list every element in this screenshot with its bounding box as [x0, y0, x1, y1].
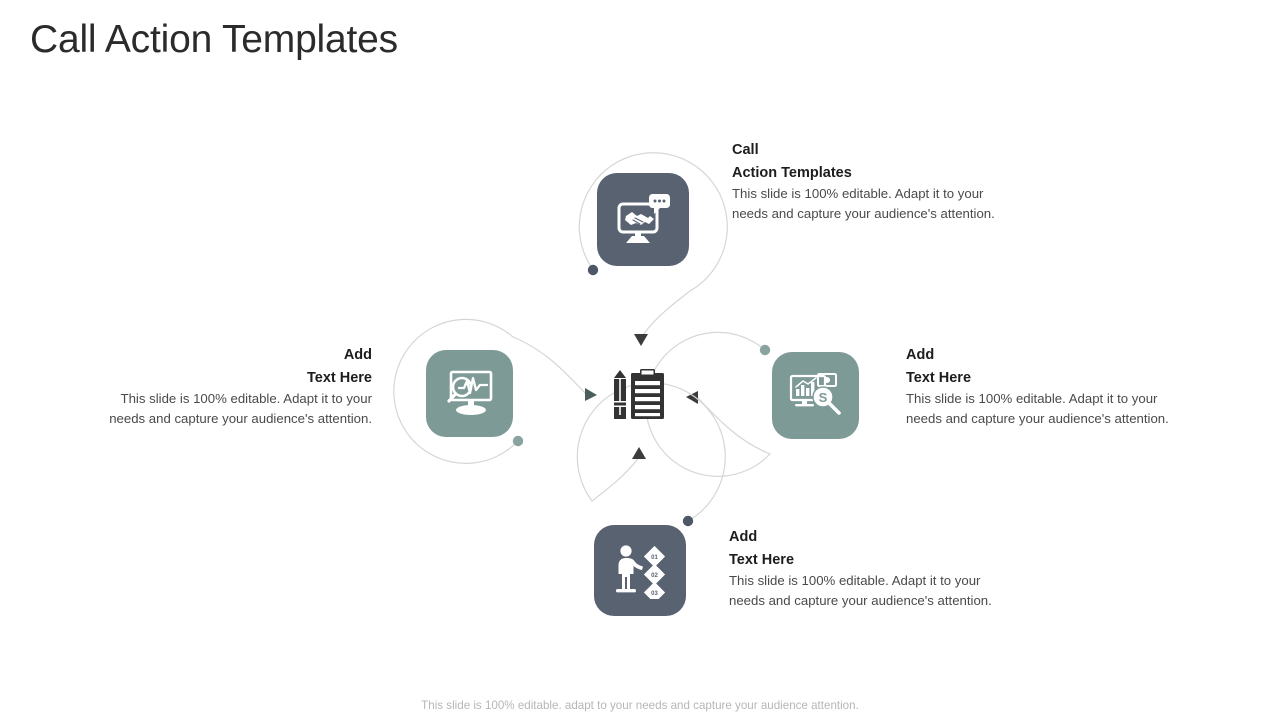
text-heading-line1-right: Add [906, 347, 935, 363]
svg-text:02: 02 [651, 573, 658, 579]
text-body-top: This slide is 100% editable. Adapt it to… [732, 186, 995, 221]
text-body-left: This slide is 100% editable. Adapt it to… [109, 391, 372, 426]
text-block-top: Call Action Templates This slide is 100%… [732, 139, 1000, 223]
text-heading-line2-top: Action Templates [732, 164, 852, 181]
node-icon-tile-bottom[interactable]: 01 02 03 [594, 525, 686, 616]
svg-text:01: 01 [651, 555, 658, 561]
step-diamond-3: 03 [643, 581, 666, 599]
ring-dot-top [587, 264, 599, 276]
svg-text:S: S [818, 390, 827, 405]
text-block-bottom: Add Text Here This slide is 100% editabl… [729, 526, 997, 610]
handshake-monitor-icon [617, 193, 670, 243]
clipboard-pencil-icon [614, 369, 664, 419]
text-heading-line1-left: Add [343, 347, 372, 363]
svg-text:03: 03 [651, 591, 658, 597]
arrowhead-bottom [632, 447, 646, 459]
text-heading-line2-right: Text Here [906, 369, 972, 386]
text-heading-line1-top: Call [732, 142, 759, 158]
text-body-bottom: This slide is 100% editable. Adapt it to… [729, 573, 992, 608]
text-body-right: This slide is 100% editable. Adapt it to… [906, 391, 1169, 426]
node-icon-tile-top[interactable] [597, 173, 689, 266]
arrowhead-left [585, 388, 597, 401]
arrowhead-right [686, 391, 698, 404]
text-block-right: Add Text Here This slide is 100% editabl… [906, 344, 1174, 428]
monitor-analytics-search-icon [446, 370, 492, 415]
page-title: Call Action Templates [30, 18, 398, 61]
node-icon-tile-left[interactable] [426, 350, 513, 437]
financial-analysis-search-icon: S [789, 372, 841, 415]
text-heading-line2-bottom: Text Here [729, 551, 795, 568]
person-steps-icon: 01 02 03 [616, 544, 666, 599]
text-block-left: Add Text Here This slide is 100% editabl… [104, 344, 372, 428]
ring-dot-right [759, 344, 771, 356]
node-icon-tile-right[interactable]: S [772, 352, 859, 439]
step-diamond-1: 01 [643, 545, 666, 567]
step-diamond-2: 02 [643, 563, 666, 585]
text-heading-line1-bottom: Add [729, 529, 758, 545]
center-node[interactable] [612, 368, 672, 424]
text-heading-line2-left: Text Here [306, 369, 372, 386]
arrowhead-top [634, 334, 648, 346]
ring-dot-bottom [682, 515, 694, 527]
ring-dot-left [512, 435, 524, 447]
footer-note: This slide is 100% editable. adapt to yo… [421, 699, 859, 712]
